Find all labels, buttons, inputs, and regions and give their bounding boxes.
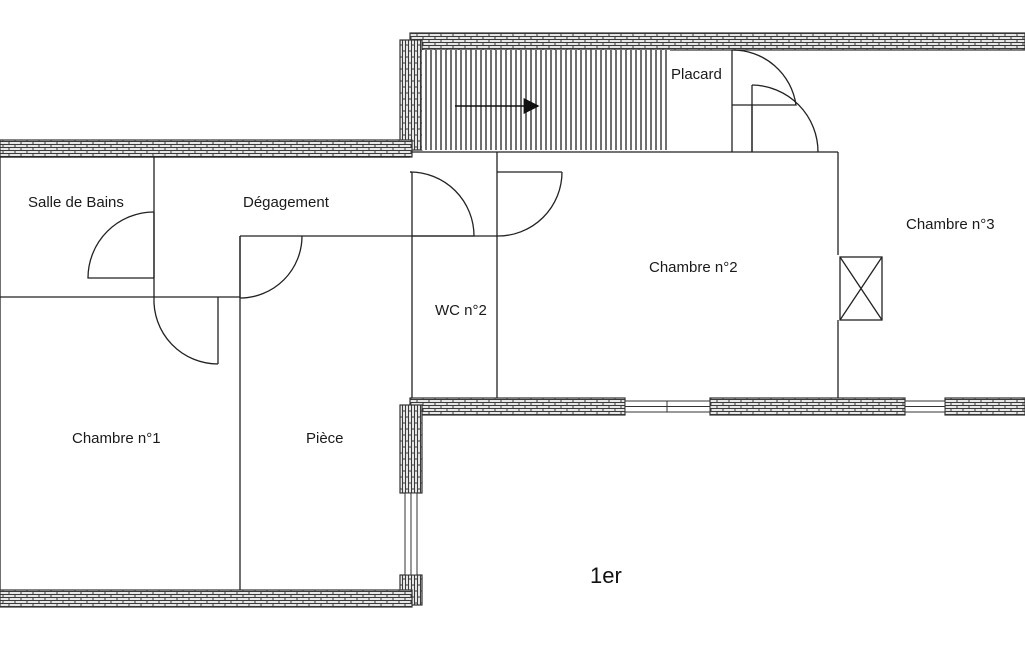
floor-label: 1er: [590, 563, 622, 588]
label-chambre-2: Chambre n°2: [649, 259, 738, 276]
door-salle-de-bains: [87, 211, 155, 279]
exterior-walls: [0, 32, 1025, 608]
label-piece: Pièce: [306, 430, 344, 447]
interior-walls: [0, 50, 839, 590]
wall-vertical-upper: [399, 404, 423, 494]
door-degagement-piece: [239, 235, 303, 299]
window-piece: [404, 492, 418, 576]
wall-top-right: [409, 32, 1025, 51]
window-chambre-3: [904, 400, 946, 413]
room-labels: Salle de Bains Dégagement Placard Chambr…: [28, 66, 995, 588]
door-wc-2: [409, 171, 475, 237]
wall-middle-3: [944, 397, 1025, 416]
door-chambre-2: [496, 171, 563, 237]
wall-top-left: [0, 139, 413, 158]
staircase: [422, 50, 670, 150]
door-placard-lower: [751, 84, 819, 153]
duct-box: [839, 256, 883, 321]
doors: [87, 49, 819, 365]
wall-middle-2: [709, 397, 906, 416]
label-wc-2: WC n°2: [435, 302, 487, 319]
door-chambre-1: [153, 296, 219, 365]
wall-middle-1: [409, 397, 626, 416]
label-chambre-3: Chambre n°3: [906, 216, 995, 233]
label-chambre-1: Chambre n°1: [72, 430, 161, 447]
wall-stair-left: [399, 39, 423, 151]
window-chambre-2-left: [624, 400, 711, 413]
label-placard: Placard: [671, 66, 722, 83]
door-placard-upper: [731, 49, 797, 106]
label-degagement: Dégagement: [243, 194, 330, 211]
label-salle-de-bains: Salle de Bains: [28, 194, 124, 211]
stair-treads: [422, 50, 670, 150]
windows: [404, 400, 946, 576]
wall-bottom: [0, 589, 413, 608]
